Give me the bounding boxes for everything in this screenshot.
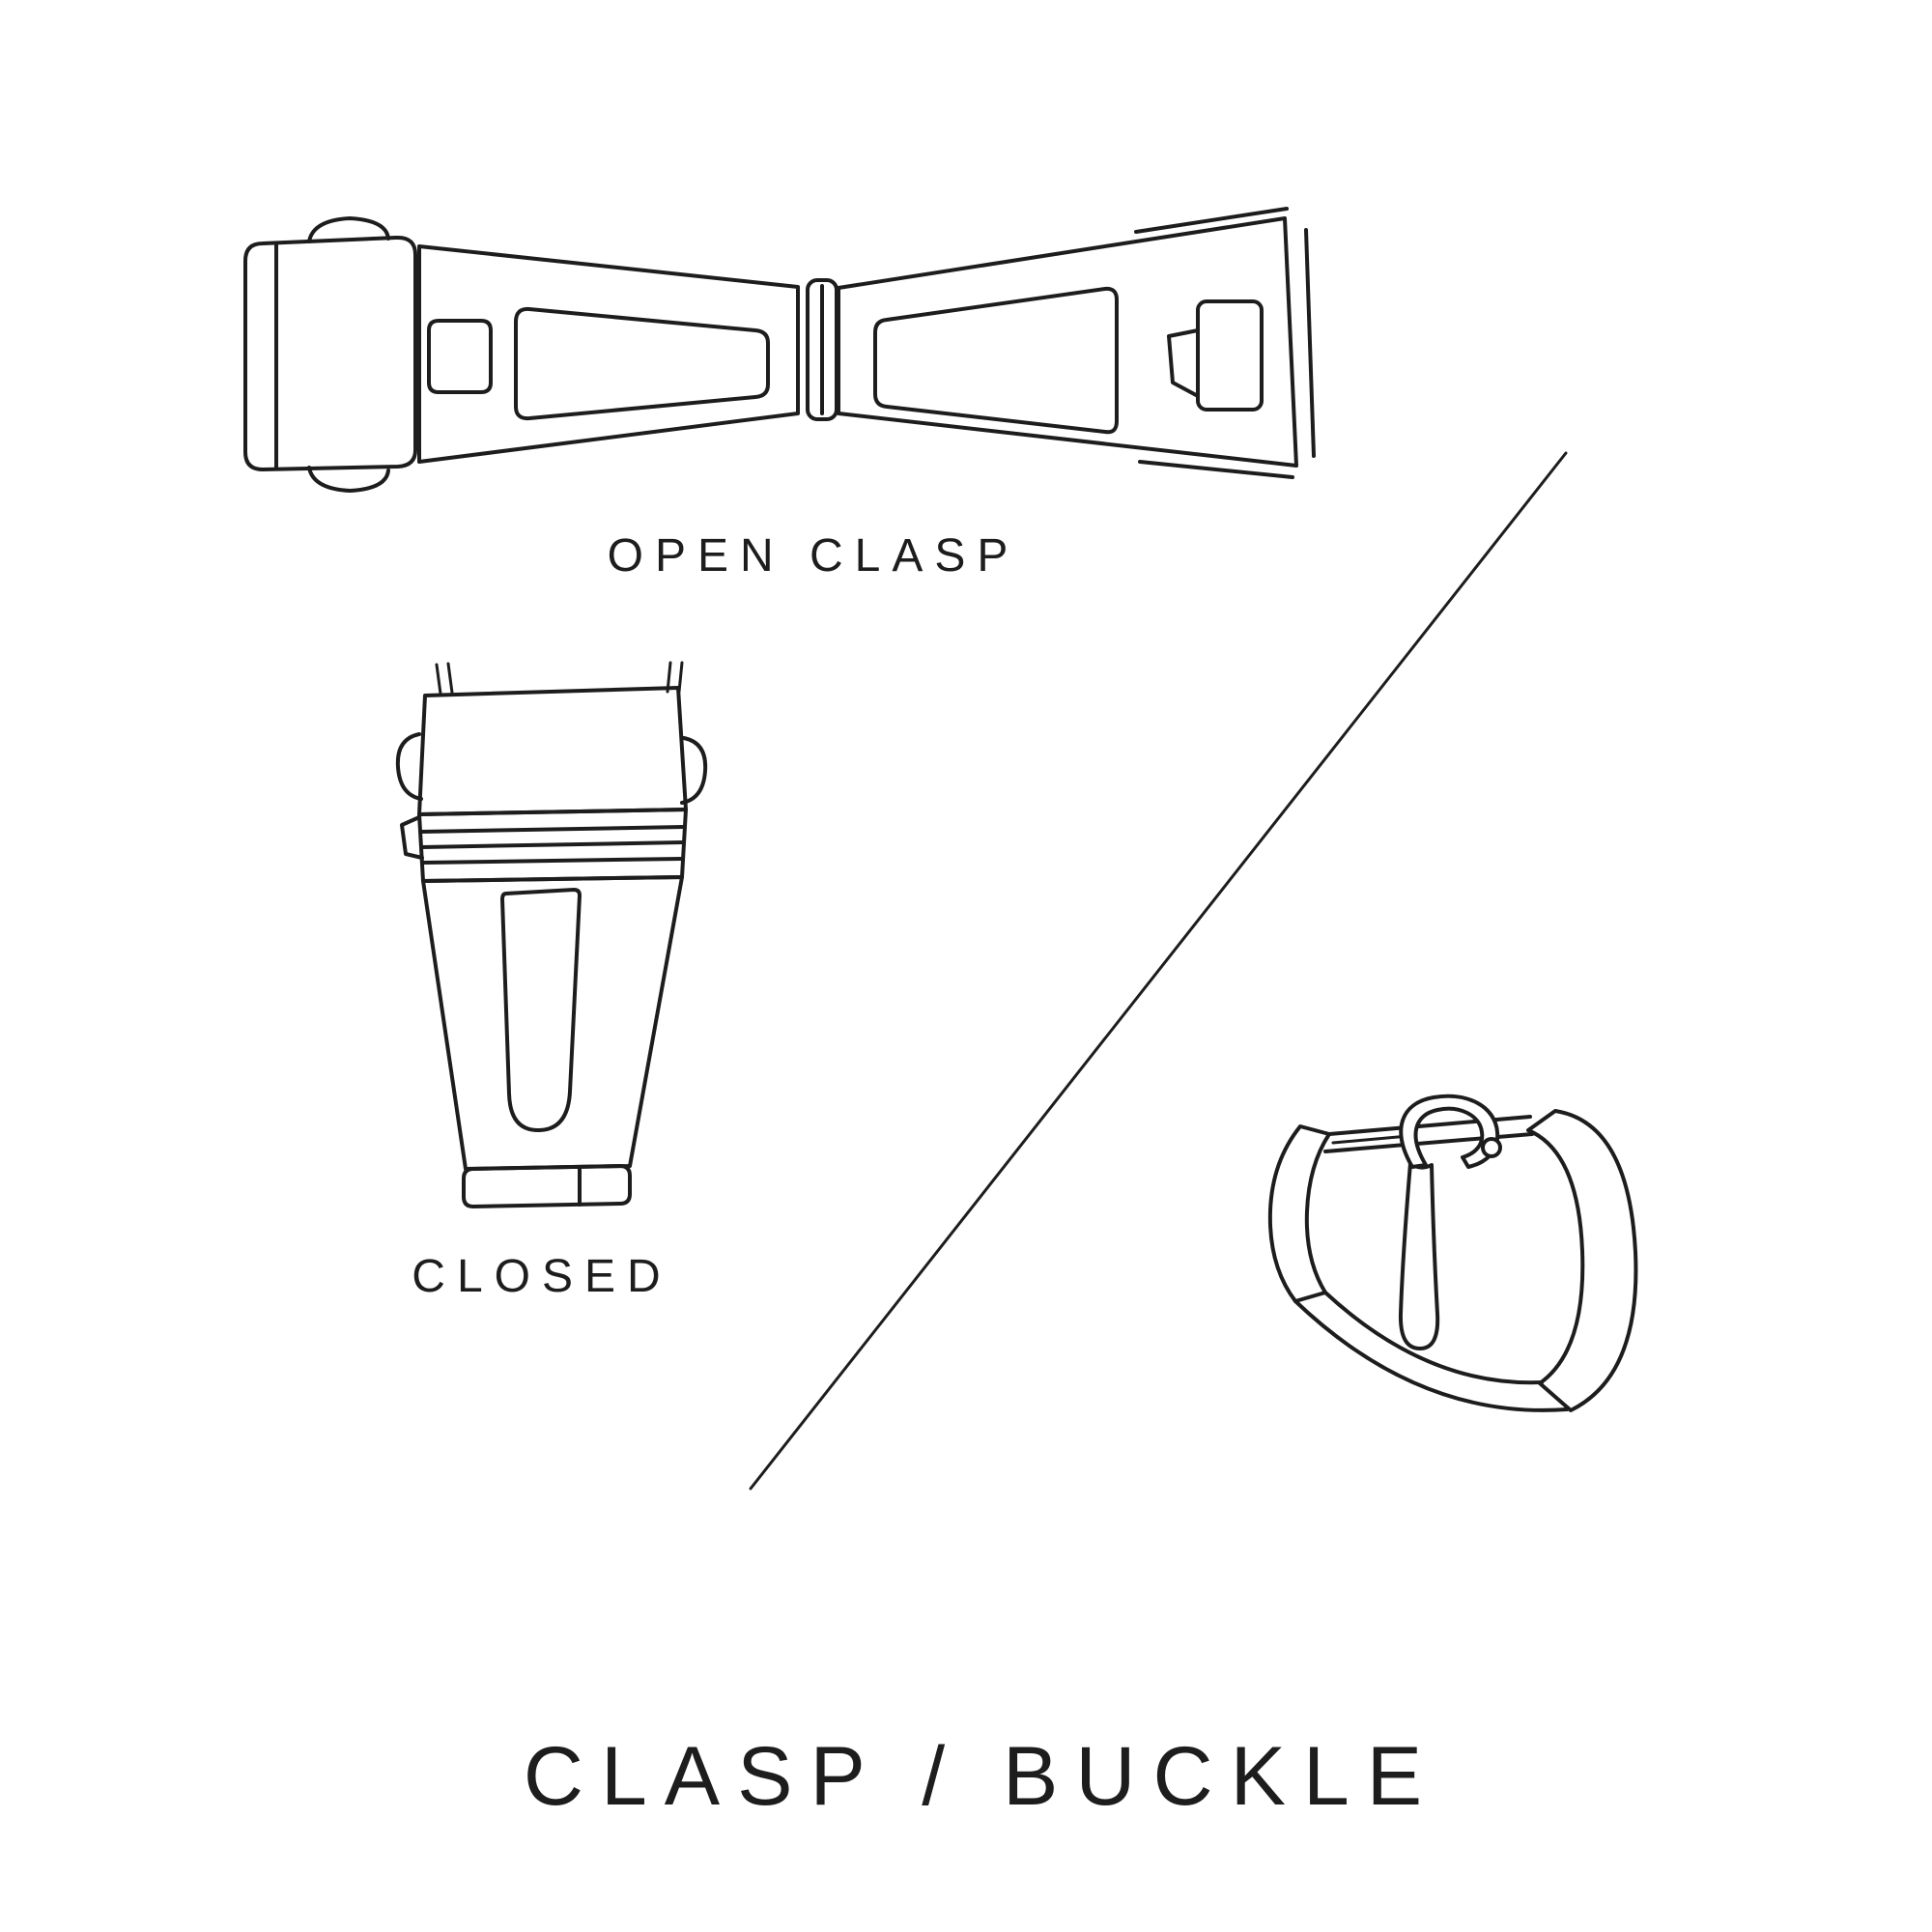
closed-clasp-illustration <box>395 661 708 1208</box>
closed-label: CLOSED <box>412 1251 672 1302</box>
diagonal-divider-line <box>749 451 1568 1491</box>
buckle-illustration <box>1267 1094 1638 1412</box>
page-title: CLASP / BUCKLE <box>523 1730 1440 1823</box>
open-clasp-label: OPEN CLASP <box>607 530 1020 582</box>
open-clasp-illustration <box>243 207 1316 493</box>
